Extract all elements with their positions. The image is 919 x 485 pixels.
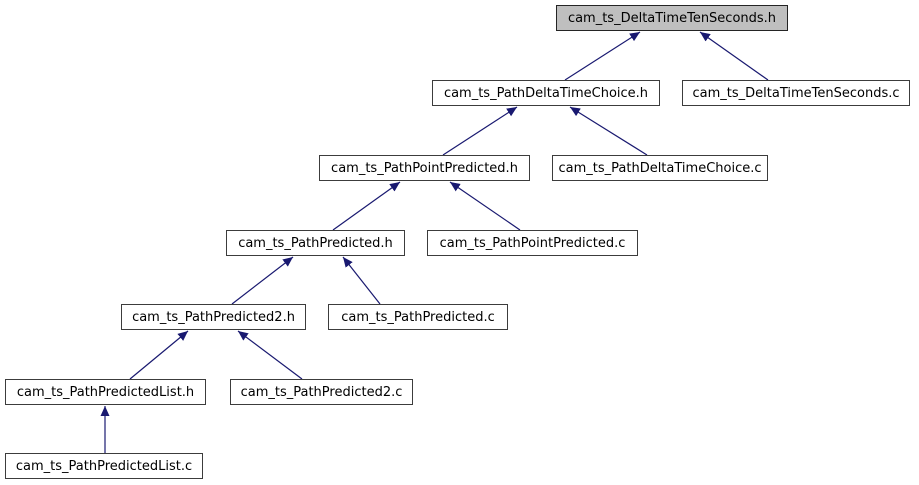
graph-node-dtts_c[interactable]: cam_ts_DeltaTimeTenSeconds.c (682, 80, 910, 106)
include-edge-pp2_h-to-pp_h (231, 256, 294, 305)
include-edge-pp2_c-to-pp2_h (237, 330, 303, 380)
graph-node-ppl_h[interactable]: cam_ts_PathPredictedList.h (5, 379, 206, 405)
include-edge-ppl_h-to-pp2_h (129, 330, 189, 380)
include-edge-dtts_c-to-dtts_h (699, 31, 769, 81)
include-edge-pp_h-to-ppp_h (332, 181, 401, 231)
graph-node-ppp_c[interactable]: cam_ts_PathPointPredicted.c (427, 230, 638, 256)
include-edge-pdtc_c-to-pdtc_h (569, 106, 648, 156)
graph-node-ppl_c[interactable]: cam_ts_PathPredictedList.c (5, 453, 203, 479)
include-edge-pdtc_h-to-dtts_h (564, 31, 641, 81)
include-edge-ppp_h-to-pdtc_h (442, 106, 518, 156)
graph-node-dtts_h[interactable]: cam_ts_DeltaTimeTenSeconds.h (556, 5, 788, 31)
graph-node-ppp_h[interactable]: cam_ts_PathPointPredicted.h (319, 155, 530, 181)
include-edge-pp_c-to-pp_h (342, 256, 381, 305)
graph-node-pp_h[interactable]: cam_ts_PathPredicted.h (226, 230, 405, 256)
graph-node-pp2_h[interactable]: cam_ts_PathPredicted2.h (121, 304, 306, 330)
graph-node-pdtc_c[interactable]: cam_ts_PathDeltaTimeChoice.c (552, 155, 768, 181)
graph-node-pp_c[interactable]: cam_ts_PathPredicted.c (328, 304, 508, 330)
graph-node-pp2_c[interactable]: cam_ts_PathPredicted2.c (230, 379, 413, 405)
include-edge-ppp_c-to-ppp_h (449, 181, 521, 231)
graph-node-pdtc_h[interactable]: cam_ts_PathDeltaTimeChoice.h (432, 80, 660, 106)
